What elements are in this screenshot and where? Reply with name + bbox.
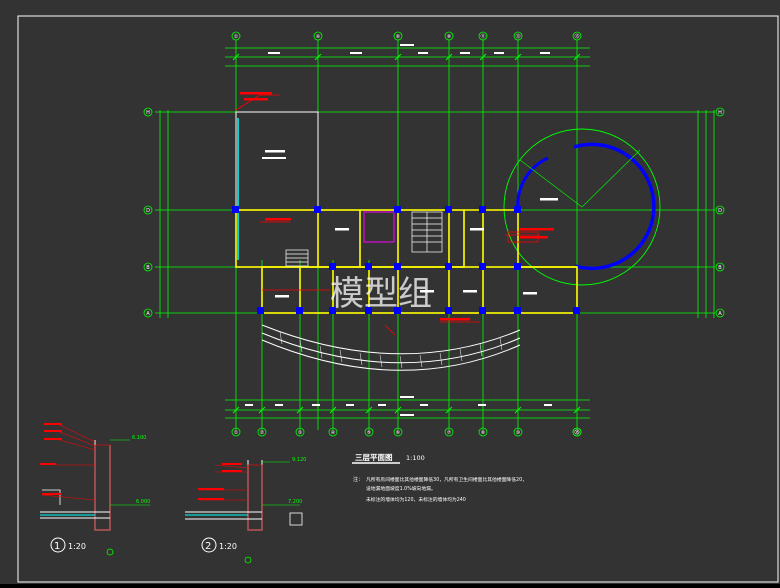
detail-1-level-bottom: 6.000 [136, 499, 150, 505]
grid-top-3-bubble [444, 31, 454, 41]
detail-2-number: 2 [205, 541, 211, 552]
grid-bottom-7-bubble [478, 427, 488, 437]
grid-bottom-2-bubble [295, 427, 305, 437]
grid-right-1-label: D [718, 208, 722, 214]
grid-bottom-4-label: ⑤ [367, 430, 371, 436]
grid-bottom-1-label: ② [260, 430, 265, 436]
atrium-curved-wall [573, 142, 656, 271]
grid-bottom-0-label: ① [234, 430, 239, 436]
dimension-lines [155, 40, 715, 430]
grid-top-2-label: ⑥ [396, 34, 401, 40]
grid-bottom-5-label: ⑥ [396, 430, 401, 436]
sheet-border [17, 15, 779, 583]
grid-right-2-label: B [718, 265, 722, 271]
grid-top-4-label: ⑪ [480, 33, 485, 40]
stair [285, 211, 443, 267]
detail-2-marker [201, 537, 217, 553]
note-line-3: 未标注的墙体均为120，未标注的墙体均为240 [366, 496, 466, 503]
watermark: 模型组 [330, 274, 432, 314]
restroom-outline [363, 211, 395, 243]
grid-bottom-6-label: ⑦ [447, 430, 452, 436]
detail-1-drawing [40, 423, 150, 556]
grid-bottom-3-bubble [328, 427, 338, 437]
grid-bottom-3-label: ④ [331, 430, 336, 436]
detail-2-drawing [185, 460, 303, 564]
annotation-labels [240, 92, 554, 321]
grid-top-2-bubble [393, 31, 403, 41]
grid-bottom-9-label: ⑬ [574, 429, 579, 436]
plan-scale: 1:100 [406, 454, 425, 462]
curved-balcony [261, 324, 521, 371]
note-line-1: 凡所有房间楼面比其他楼面降低30，凡所有卫生间楼面比其他楼面降低20， [366, 476, 527, 483]
detail-1-number: 1 [54, 541, 60, 552]
detail-1-marker [50, 537, 66, 553]
detail-2-scale: 1:20 [219, 542, 237, 551]
grid-left-2-bubble [143, 262, 153, 272]
grid-top-4-bubble [478, 31, 488, 41]
grid-top-1-label: ④ [316, 34, 321, 40]
grid-bottom-8-bubble [513, 427, 523, 437]
detail-1-scale: 1:20 [68, 542, 86, 551]
grid-right-0-label: H [718, 110, 722, 116]
grid-top-1-bubble [313, 31, 323, 41]
grid-left-0-label: H [146, 110, 150, 116]
atrium-inner-wall [516, 156, 549, 211]
grid-left-1-label: D [146, 208, 150, 214]
grid-right-0-bubble [715, 107, 725, 117]
grid-right-1-bubble [715, 205, 725, 215]
grid-bottom-1-bubble [257, 427, 267, 437]
grid-bottom-5-bubble [393, 427, 403, 437]
note-line-2: 设地漏地面坡度1.0%坡向地漏。 [366, 485, 436, 492]
plan-title: 三层平面图 [355, 453, 393, 462]
grid-bottom-0-bubble [231, 427, 241, 437]
columns [232, 206, 580, 314]
grid-right-3-label: A [718, 311, 722, 317]
grid-bottom-6-bubble [444, 427, 454, 437]
grid-bottom-7-label: ⑧ [481, 430, 486, 436]
detail-2-level-top: 9.120 [292, 457, 306, 463]
grid-top-0-bubble [231, 31, 241, 41]
grid-top-0-label: ① [234, 34, 239, 40]
grid-top-5-label: ⑬ [515, 33, 520, 40]
grid-top-6-label: ⑮ [574, 33, 579, 40]
grid-top-3-label: ⑧ [447, 34, 452, 40]
grid-left-0-bubble [143, 107, 153, 117]
detail-2-level-bottom: 7.200 [288, 499, 302, 505]
grid-left-1-bubble [143, 205, 153, 215]
annotations [235, 94, 540, 336]
atrium-radial [519, 159, 583, 208]
grid-bottom-2-label: ③ [298, 430, 302, 436]
balcony-hatching [279, 331, 503, 369]
grid-bottom-4-bubble [364, 427, 374, 437]
grid-top-5-bubble [513, 31, 523, 41]
atrium-guide-circle [503, 128, 661, 286]
dimension-numbers [245, 44, 552, 416]
grid-left-3-label: A [146, 311, 150, 317]
atrium-radial-2 [581, 149, 641, 208]
grid-left-3-bubble [143, 308, 153, 318]
grid-right-2-bubble [715, 262, 725, 272]
grid-left-2-label: B [146, 265, 150, 271]
grid-bottom-8-label: ⑩ [516, 430, 521, 436]
grid-bottom-10-label: ⑮ [574, 429, 579, 436]
grid-top-6-bubble [572, 31, 582, 41]
notes-label: 注： [353, 476, 363, 483]
grid-right-3-bubble [715, 308, 725, 318]
dimension-ticks [232, 53, 581, 414]
detail-1-level-top: 6.100 [132, 435, 146, 441]
room-labels [262, 150, 558, 298]
grid-bottom-10-bubble [572, 427, 582, 437]
walls [235, 111, 578, 314]
